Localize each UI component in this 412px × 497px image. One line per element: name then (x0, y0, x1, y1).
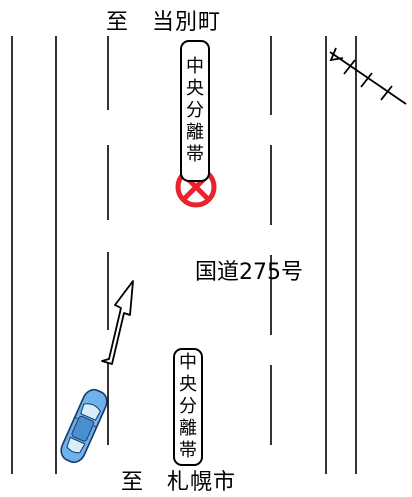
travel-direction-arrow-icon (101, 280, 134, 365)
median-char: 離 (186, 122, 204, 143)
destination-north-label: 至 当別町 (106, 10, 222, 35)
lane-lines (11, 36, 357, 474)
destination-south-label: 至 札幌市 (121, 470, 237, 495)
median-char: 中 (186, 56, 204, 77)
median-char: 分 (186, 100, 204, 121)
median-char: 分 (179, 396, 197, 417)
median-char: 帯 (179, 440, 197, 461)
median-char: 離 (179, 418, 197, 439)
route-label: 国道275号 (195, 260, 303, 285)
median-char: 央 (179, 374, 197, 395)
north-arrow-icon (329, 47, 407, 105)
median-char: 央 (186, 78, 204, 99)
median-strip-north: 中 央 分 離 帯 (180, 40, 210, 182)
median-char: 帯 (186, 144, 204, 165)
median-strip-south: 中 央 分 離 帯 (173, 348, 203, 466)
car-icon (60, 388, 108, 464)
median-char: 中 (179, 352, 197, 373)
